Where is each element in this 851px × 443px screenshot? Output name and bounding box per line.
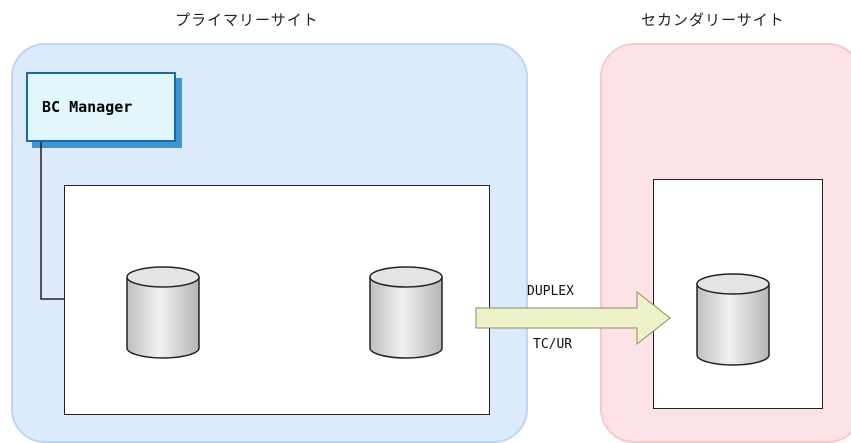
bc-manager-connector <box>40 142 64 300</box>
pair-status-label: DUPLEX <box>527 284 574 299</box>
replication-arrow-icon <box>475 290 671 346</box>
copy-type-label: TC/UR <box>533 337 573 352</box>
bc-manager-label: BC Manager <box>42 98 133 116</box>
primary-site-label: プライマリーサイト <box>175 11 319 29</box>
volume-cylinder-icon <box>126 266 200 359</box>
volume-cylinder-icon <box>696 273 770 366</box>
bc-manager-box: BC Manager <box>26 72 176 142</box>
volume-cylinder-icon <box>369 266 443 359</box>
secondary-site-label: セカンダリーサイト <box>641 11 785 29</box>
diagram-graphics <box>40 142 770 366</box>
